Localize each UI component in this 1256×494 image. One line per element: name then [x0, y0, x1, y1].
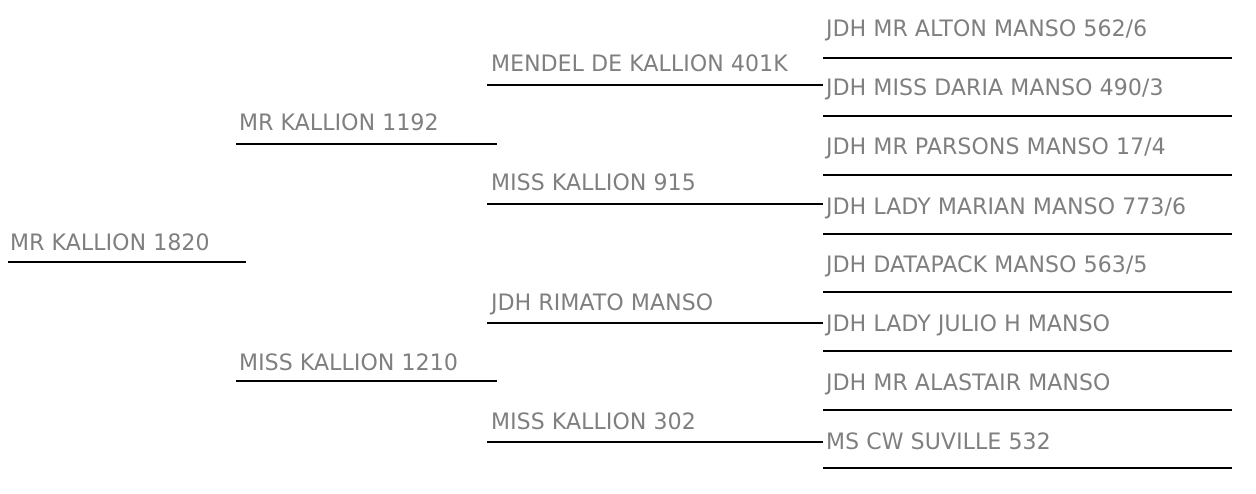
pedigree-rule-dam-sire [487, 322, 823, 324]
pedigree-rule-gen4-5 [823, 291, 1232, 293]
pedigree-node-gen4-3: JDH MR PARSONS MANSO 17/4 [826, 135, 1166, 160]
pedigree-rule-gen4-1 [823, 57, 1232, 59]
pedigree-rule-gen4-8 [823, 467, 1232, 469]
pedigree-node-dam-dam: MISS KALLION 302 [491, 410, 696, 435]
pedigree-rule-gen4-7 [823, 409, 1232, 411]
pedigree-rule-sire-sire [487, 84, 823, 86]
pedigree-rule-gen4-4 [823, 233, 1232, 235]
pedigree-rule-gen4-6 [823, 350, 1232, 352]
pedigree-node-sire: MR KALLION 1192 [239, 111, 439, 136]
pedigree-rule-root [8, 261, 246, 263]
pedigree-node-gen4-7: JDH MR ALASTAIR MANSO [826, 371, 1111, 396]
pedigree-node-gen4-5: JDH DATAPACK MANSO 563/5 [826, 253, 1148, 278]
pedigree-node-gen4-8: MS CW SUVILLE 532 [826, 430, 1051, 455]
pedigree-node-sire-dam: MISS KALLION 915 [491, 171, 696, 196]
pedigree-node-root: MR KALLION 1820 [10, 231, 210, 256]
pedigree-node-dam-sire: JDH RIMATO MANSO [491, 291, 714, 316]
pedigree-node-gen4-1: JDH MR ALTON MANSO 562/6 [826, 17, 1148, 42]
pedigree-rule-sire [236, 143, 497, 145]
pedigree-rule-dam [236, 380, 497, 382]
pedigree-node-sire-sire: MENDEL DE KALLION 401K [491, 52, 788, 77]
pedigree-node-dam: MISS KALLION 1210 [239, 351, 458, 376]
pedigree-node-gen4-4: JDH LADY MARIAN MANSO 773/6 [826, 195, 1187, 220]
pedigree-node-gen4-6: JDH LADY JULIO H MANSO [826, 312, 1111, 337]
pedigree-rule-sire-dam [487, 203, 823, 205]
pedigree-node-gen4-2: JDH MISS DARIA MANSO 490/3 [826, 76, 1164, 101]
pedigree-rule-gen4-2 [823, 115, 1232, 117]
pedigree-rule-gen4-3 [823, 174, 1232, 176]
pedigree-rule-dam-dam [487, 441, 823, 443]
